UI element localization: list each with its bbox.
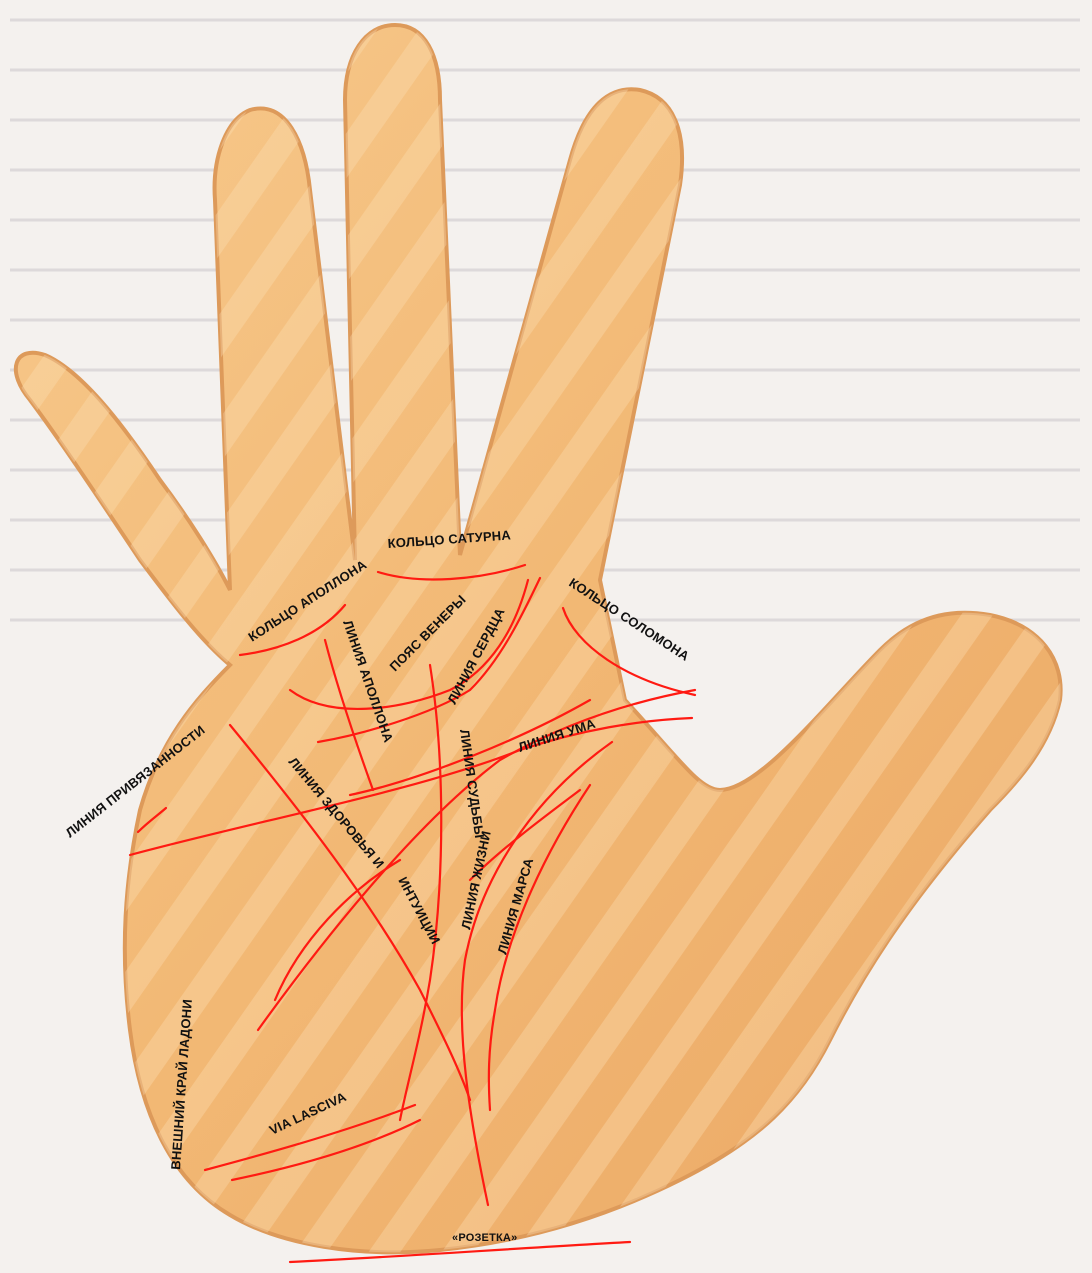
hand-illustration [16,25,1061,1252]
hand-skin-texture [16,25,1061,1252]
label-rosette: «РОЗЕТКА» [452,1232,517,1244]
